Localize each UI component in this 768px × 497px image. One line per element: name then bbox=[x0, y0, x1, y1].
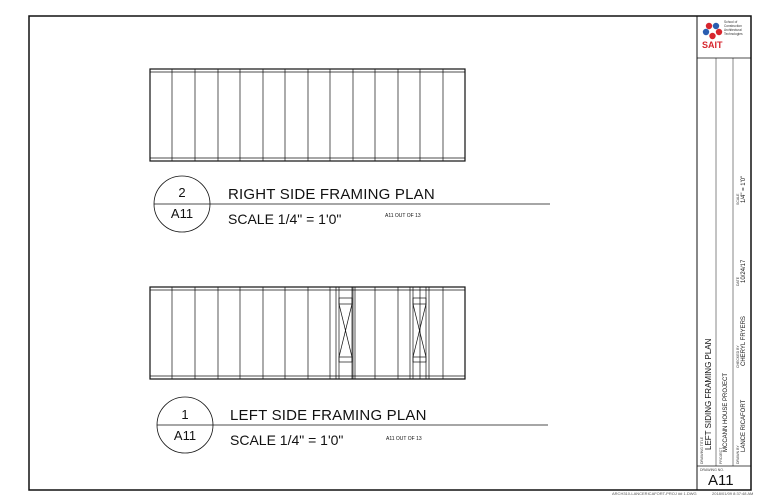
project-name: MCCANN HOUSE PROJECT bbox=[723, 372, 729, 452]
view-1-number: 1 bbox=[181, 407, 189, 422]
sait-logo-text: SAIT bbox=[702, 40, 723, 50]
checked-by-label: CHECKED BY bbox=[736, 345, 740, 368]
view-2-number: 2 bbox=[178, 185, 186, 200]
school-line-1: School of bbox=[724, 20, 738, 24]
footer-file: ARCH310-LANCERICAFORT-PROJ ## 1.DWG bbox=[612, 491, 697, 496]
right-side-wall-frame bbox=[149, 68, 466, 162]
window-opening-2 bbox=[409, 287, 430, 379]
view-2-title: RIGHT SIDE FRAMING PLAN bbox=[228, 186, 435, 203]
view-2-sheet-ref: A11 bbox=[170, 206, 194, 221]
school-line-3: Architectural bbox=[724, 28, 742, 32]
drawing-title: LEFT SIDING FRAMING PLAN bbox=[704, 338, 713, 450]
view-1-title: LEFT SIDE FRAMING PLAN bbox=[230, 407, 427, 424]
school-name: School of Construction Architectural Tec… bbox=[724, 20, 743, 36]
drawing-number: A11 bbox=[708, 472, 734, 489]
scale-label: SCALE bbox=[736, 193, 740, 205]
date-label: DATE bbox=[736, 276, 740, 286]
view-bubble-2 bbox=[153, 175, 550, 233]
school-line-4: Technologies bbox=[724, 32, 743, 36]
footer-timestamp: 2018/01/09 8:37:48 AM bbox=[712, 491, 754, 496]
view-2-sheet-note: A11 OUT OF 13 bbox=[385, 213, 421, 219]
school-line-2: Construction bbox=[724, 24, 742, 28]
sheet-border bbox=[28, 15, 752, 491]
drawn-by: LANCE RICAFORT bbox=[741, 399, 747, 452]
sait-logo-icon bbox=[702, 22, 723, 40]
drawn-by-label: DRAWN BY bbox=[736, 445, 740, 464]
date-value: 10/24/17 bbox=[741, 259, 747, 283]
drawing-no-label: DRAWING NO. bbox=[700, 468, 724, 472]
left-side-wall-frame bbox=[149, 286, 466, 380]
view-1-sheet-note: A11 OUT OF 13 bbox=[386, 436, 422, 442]
view-bubble-1 bbox=[156, 396, 548, 454]
scale-value: 1/4" = 1'0" bbox=[741, 175, 747, 203]
view-1-sheet-ref: A11 bbox=[173, 428, 197, 443]
view-1-scale: SCALE 1/4" = 1'0" bbox=[230, 432, 344, 448]
window-opening-1 bbox=[335, 287, 356, 379]
checked-by: CHERYL FRYERS bbox=[741, 316, 747, 366]
view-2-scale: SCALE 1/4" = 1'0" bbox=[228, 211, 342, 227]
